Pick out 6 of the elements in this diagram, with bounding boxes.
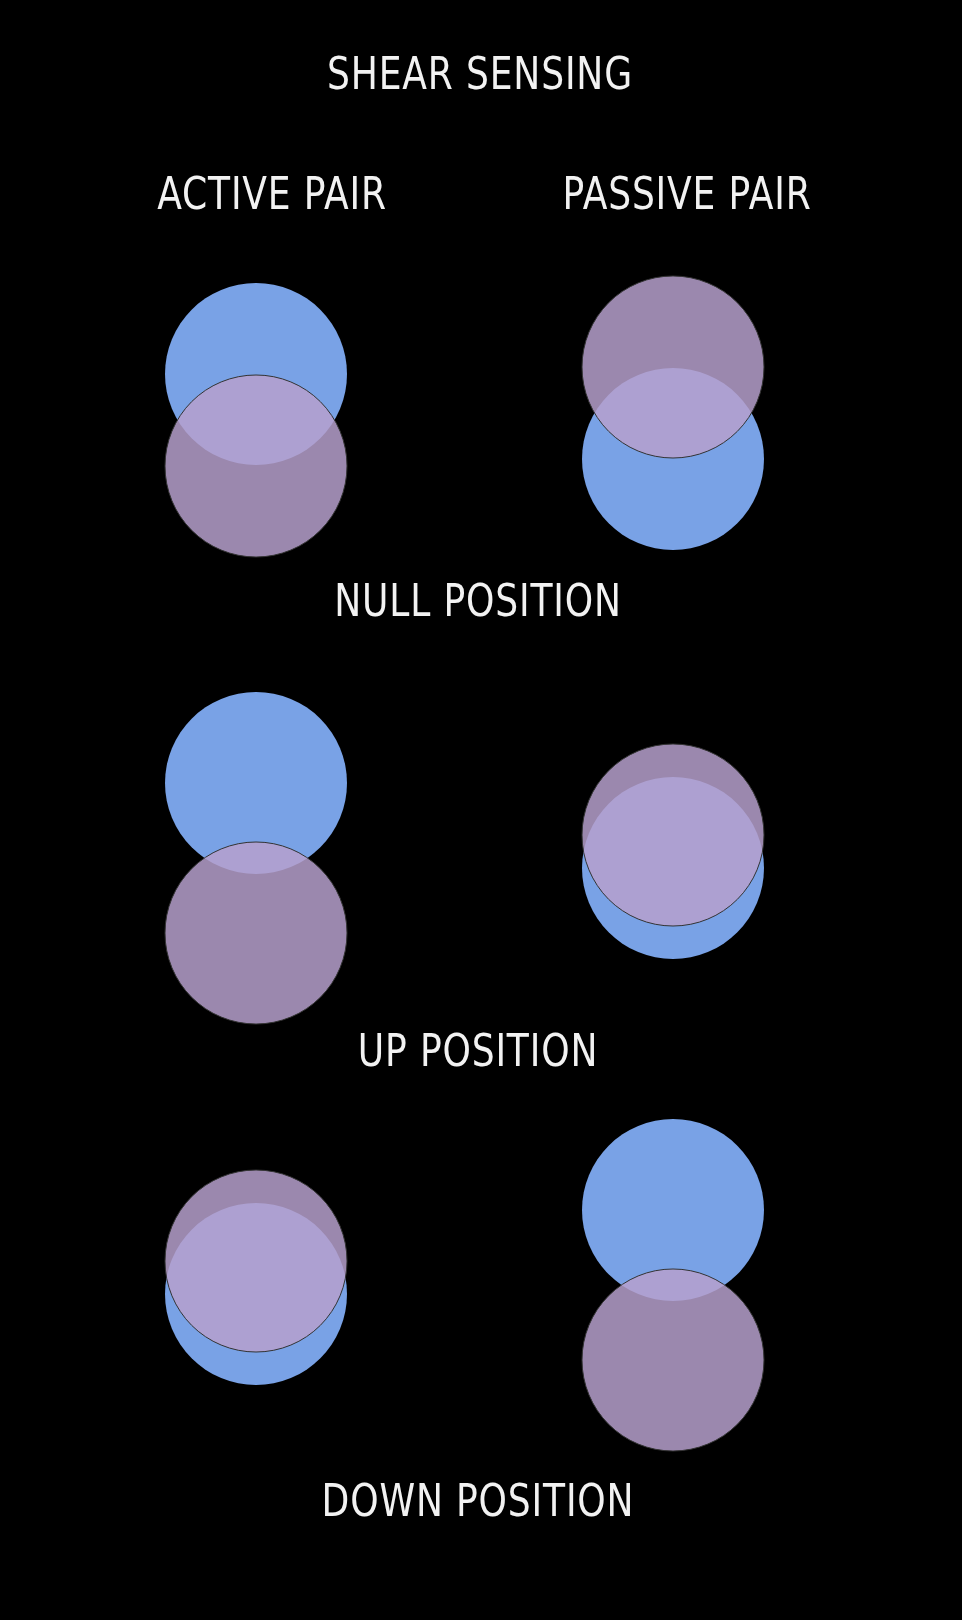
column-heading: PASSIVE PAIR <box>562 168 812 220</box>
diagram-title: SHEAR SENSING <box>327 48 633 100</box>
position-label: DOWN POSITION <box>321 1475 635 1527</box>
position-label: NULL POSITION <box>334 575 622 627</box>
column-heading: ACTIVE PAIR <box>157 168 387 220</box>
position-label: UP POSITION <box>357 1025 599 1077</box>
